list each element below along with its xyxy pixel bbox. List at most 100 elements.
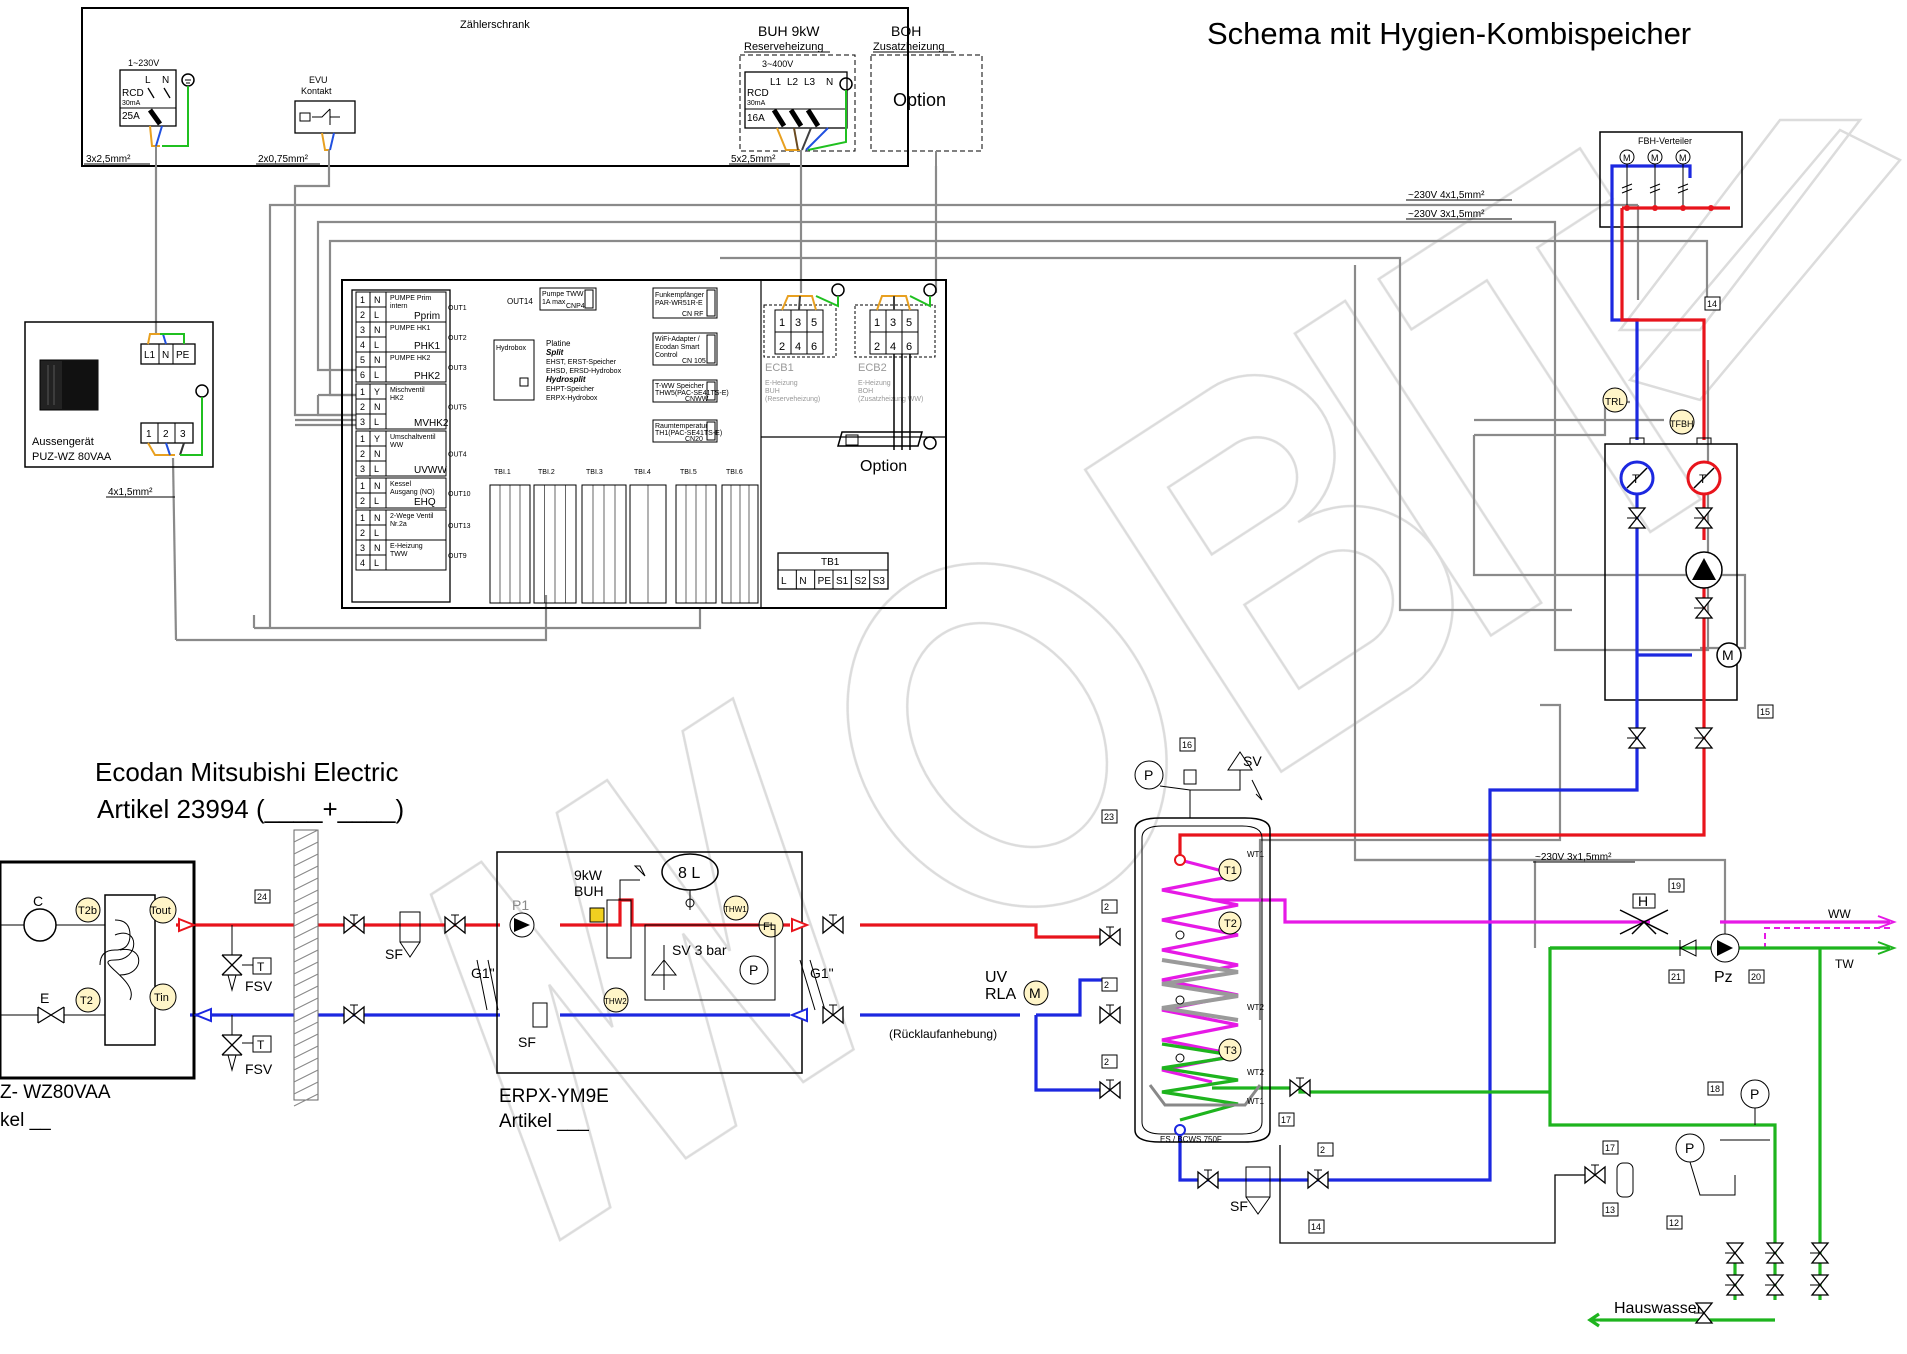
buh-title: BUH 9kW <box>758 23 820 39</box>
sf-2: SF <box>1230 1198 1248 1214</box>
board-text: Platine Split EHST, ERST-Speicher EHSD, … <box>546 339 622 402</box>
terminal-pol: L <box>374 417 379 427</box>
hauswasser-label: Hauswasser <box>1614 1300 1703 1317</box>
term-l: L <box>145 75 151 86</box>
terminal-pol: N <box>374 481 381 491</box>
rcd-1: RCD <box>122 88 144 99</box>
tank-sensor: T3 <box>1224 1045 1237 1057</box>
rcd-1-a: 25A <box>122 111 140 122</box>
ecb1-label: ECB1 <box>765 362 794 374</box>
wifi-label-2: Ecodan Smart <box>655 344 699 351</box>
item-tag-number: 23 <box>1104 812 1114 822</box>
t2b-label: T2b <box>78 905 97 917</box>
item-tag-number: 21 <box>1671 972 1681 982</box>
fbh-actuator: M <box>1679 153 1687 163</box>
output-port: OUT9 <box>448 553 467 560</box>
tbi-strip-4: TBI.4 <box>629 469 667 604</box>
hydrobox-label: Hydrobox <box>496 345 526 352</box>
erpx-art: Artikel ___ <box>499 1111 589 1132</box>
out14-label: OUT14 <box>507 297 533 306</box>
terminal-num: 1 <box>360 295 365 305</box>
cable-4-label: ~230V 4x1,5mm² <box>1408 190 1485 201</box>
term-l2: L2 <box>787 77 799 88</box>
watermark <box>429 118 1902 1242</box>
item-tag-number: 2 <box>1104 1057 1109 1067</box>
item-tag-number: 2 <box>1320 1145 1325 1155</box>
sv-label: SV <box>1243 753 1262 769</box>
item-tag <box>1666 1215 1683 1230</box>
terminal-num: 4 <box>360 340 365 350</box>
g1-left: G1" <box>471 965 495 981</box>
cable-2-label: 2x0,75mm² <box>258 154 309 165</box>
terminal-num: 5 <box>360 355 365 365</box>
terminal-num: 2 <box>360 402 365 412</box>
hp-art: kel __ <box>0 1110 51 1131</box>
term-n3: N <box>826 77 833 88</box>
meter-cabinet-label: Zählerschrank <box>460 19 530 31</box>
evu-sub: Kontakt <box>301 86 332 96</box>
tb1-term: S1 <box>836 576 849 587</box>
fbh-actuator: M <box>1623 153 1631 163</box>
buh-sub: Reserveheizung <box>744 41 824 53</box>
item-tag-number: 18 <box>1710 1084 1720 1094</box>
room-sensor-model: TH1(PAC-SE41TS-E) <box>655 430 722 437</box>
rcd-1-ma: 30mA <box>122 100 141 107</box>
sf-1: SF <box>385 946 403 962</box>
terminal-pol: L <box>374 464 379 474</box>
terminal-pol: N <box>374 513 381 523</box>
output-port: OUT1 <box>448 305 467 312</box>
cable-routes <box>154 166 1747 1020</box>
supply-3-label: 3~400V <box>762 59 793 69</box>
ecb1-sub: E-Heizung <box>765 380 798 387</box>
buh-label: BUH <box>574 883 604 899</box>
p-gauge-1: P <box>749 962 758 978</box>
svg-text:M: M <box>1722 647 1734 663</box>
tbi-strip-2: TBI.2 <box>533 469 577 604</box>
buh-kw: 9kW <box>574 867 603 883</box>
supply-1-label: 1~230V <box>128 58 159 68</box>
erpx-box: G1" G1" P1 9kW BUH 8 L THW1 FL SV 3 bar … <box>471 851 834 1132</box>
uv-label: UV <box>985 969 1008 986</box>
tbi-strip-3: TBI.3 <box>581 469 627 604</box>
term-l3: L3 <box>804 77 816 88</box>
item-tag-number: 14 <box>1707 299 1717 309</box>
tb1-term: PE <box>818 576 832 587</box>
item-tag-number: 15 <box>1760 707 1770 717</box>
p1-label: P1 <box>512 897 529 913</box>
item-tag <box>1101 1054 1118 1069</box>
artikel-label: Artikel 23994 (____+____) <box>97 794 404 824</box>
page-title: Schema mit Hygien-Kombispeicher <box>1207 16 1691 51</box>
item-tag-number: 14 <box>1311 1222 1321 1232</box>
item-tag <box>1668 969 1685 984</box>
ou-term-3: 3 <box>180 429 186 440</box>
item-tag-number: 13 <box>1605 1205 1615 1215</box>
tb1-term: L <box>781 576 787 587</box>
ww-group: H Pz WW TW <box>1619 893 1854 986</box>
item-tag <box>1101 977 1118 992</box>
house-water: Hauswasser P P <box>1614 1079 1770 1317</box>
tb1-term: S2 <box>854 576 867 587</box>
rla-motor: M <box>1029 985 1041 1001</box>
tw-label: TW <box>1835 957 1854 971</box>
hp-model: Z- WZ80VAA <box>0 1082 111 1103</box>
tin-label: Tin <box>154 992 169 1004</box>
wifi-label-3: Control <box>655 352 678 359</box>
item-tag-number: 17 <box>1605 1143 1615 1153</box>
output-signal: UVWW <box>414 465 447 476</box>
boh-title: BOH <box>891 23 921 39</box>
p-gauge-3: P <box>1685 1140 1694 1156</box>
output-port: OUT13 <box>448 523 471 530</box>
terminal-num: 2 <box>360 528 365 538</box>
output-port: OUT3 <box>448 365 467 372</box>
ou-term-1: 1 <box>146 429 152 440</box>
terminal-pol: N <box>374 543 381 553</box>
ecb1-t5: 5 <box>811 317 817 329</box>
item-tag <box>1748 969 1765 984</box>
